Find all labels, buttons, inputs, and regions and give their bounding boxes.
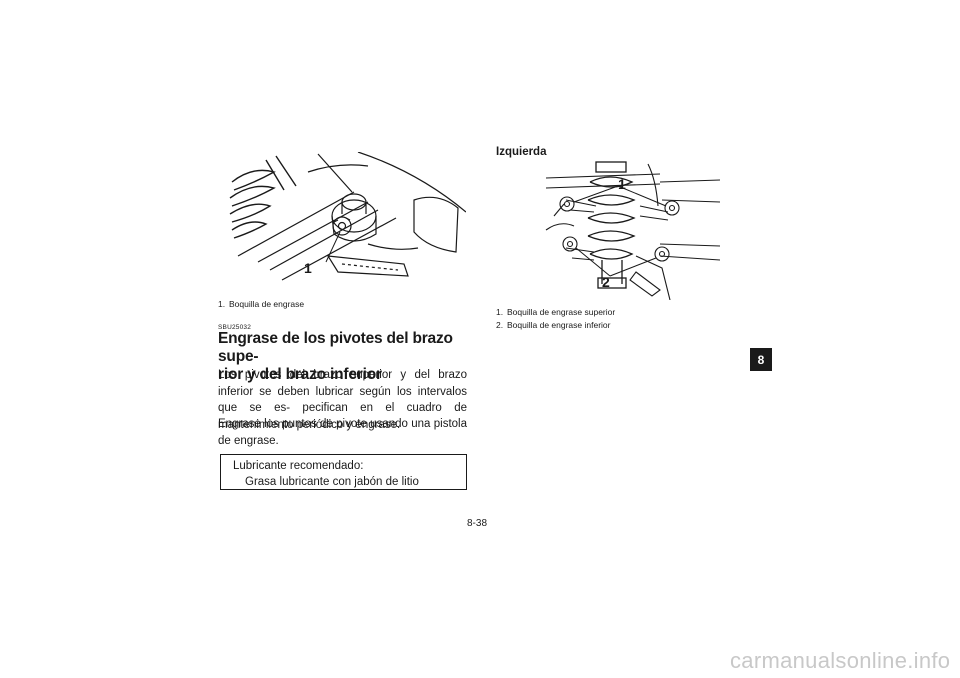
- caption-number: 1.: [496, 307, 504, 317]
- figure-captions: 1.Boquilla de engrase superior 2.Boquill…: [496, 306, 615, 332]
- caption-text: Boquilla de engrase inferior: [507, 320, 611, 330]
- caption-item: 1.Boquilla de engrase superior: [496, 306, 615, 319]
- body-paragraph-2: Engrase los puntos de pivote usando una …: [218, 418, 467, 447]
- lubricant-value: Grasa lubricante con jabón de litio: [245, 476, 419, 488]
- section-heading: Engrase de los pivotes del brazo supe- r…: [218, 330, 470, 384]
- spring-drawing: [229, 155, 297, 239]
- caption-text: Boquilla de engrase superior: [507, 307, 616, 317]
- grease-nipple-drawing: [559, 196, 680, 262]
- recommended-lubricant-box: Lubricante recomendado: Grasa lubricante…: [220, 454, 467, 490]
- heading-line-2: rior y del brazo inferior: [218, 366, 382, 383]
- caption-item: 2.Boquilla de engrase inferior: [496, 319, 615, 332]
- callout-label-1: 1: [618, 176, 626, 192]
- caption-number: 1.: [218, 299, 226, 309]
- lubricant-label: Lubricante recomendado:: [233, 460, 364, 472]
- strut-drawing: [629, 271, 661, 297]
- figure-subheading: Izquierda: [496, 146, 547, 158]
- grease-nipple-illustration: 1: [218, 152, 466, 294]
- frame-drawing: [237, 152, 466, 281]
- chapter-tab: 8: [750, 348, 772, 371]
- body-paragraph-1: Los pivotes del brazo superior y del bra…: [218, 369, 467, 431]
- pivot-boss-drawing: [331, 193, 377, 242]
- arm-drawing: [553, 163, 671, 300]
- callout-leader-lines: [573, 185, 667, 277]
- section-code: SBU25032: [218, 324, 252, 331]
- heading-line-1: Engrase de los pivotes del brazo supe-: [218, 330, 453, 365]
- caption-text: Boquilla de engrase: [229, 299, 305, 309]
- suspension-arm-illustration: 1 2: [540, 160, 720, 300]
- watermark: carmanualsonline.info: [730, 648, 951, 673]
- page-number: 8-38: [467, 518, 488, 529]
- callout-leader-line: [325, 231, 341, 263]
- callout-label-2: 2: [602, 274, 610, 290]
- figure-caption: 1.Boquilla de engrase: [218, 298, 304, 311]
- shock-absorber-drawing: [587, 161, 636, 289]
- callout-label-1: 1: [304, 260, 312, 276]
- caption-number: 2.: [496, 320, 504, 330]
